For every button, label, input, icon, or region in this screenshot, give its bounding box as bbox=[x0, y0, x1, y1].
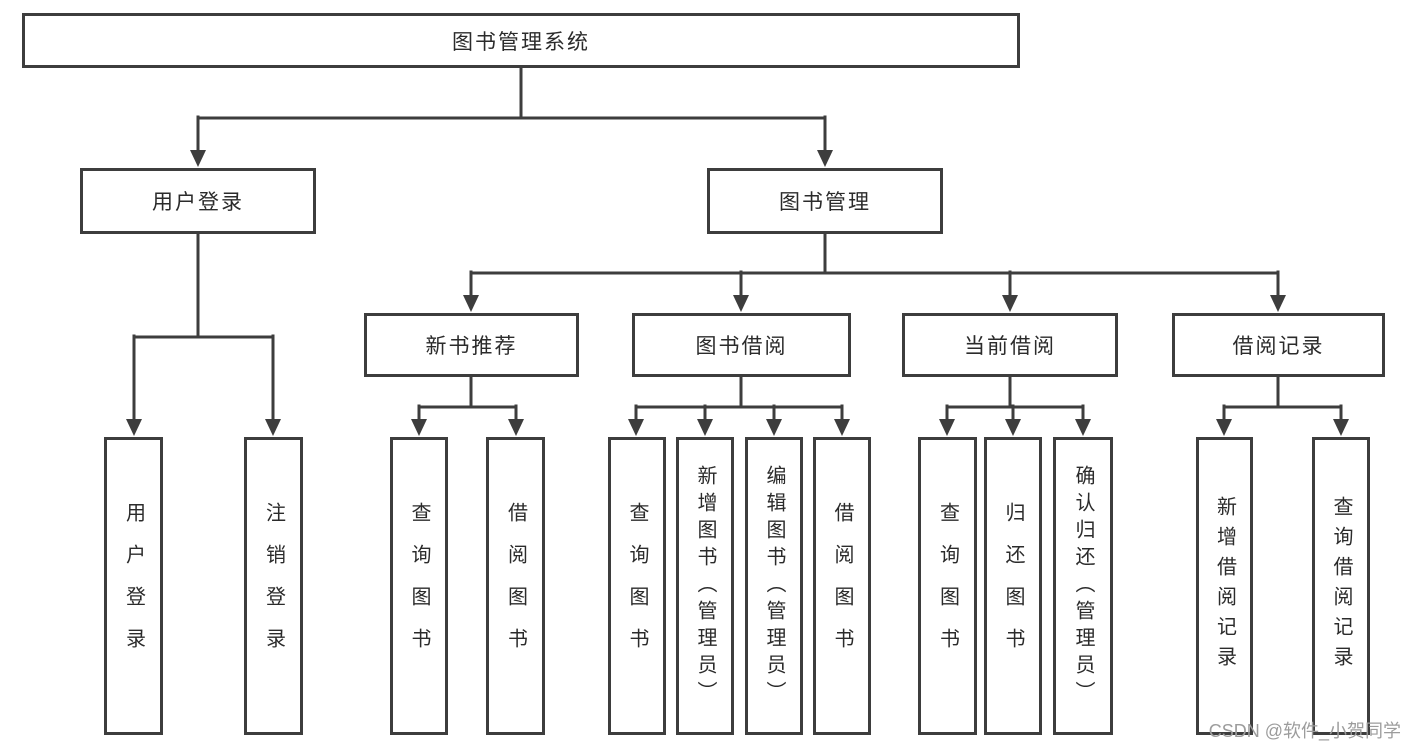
node-book-borrowing: 图书借阅 bbox=[632, 313, 851, 377]
leaf-query-books-current-label: 查询图书 bbox=[936, 502, 959, 670]
leaf-query-books-recommend-label: 查询图书 bbox=[408, 502, 430, 670]
leaf-query-borrow-record: 查询借阅记录 bbox=[1312, 437, 1370, 735]
leaf-borrow-books-borrowing-label: 借阅图书 bbox=[831, 502, 853, 670]
node-current-borrowing: 当前借阅 bbox=[902, 313, 1118, 377]
leaf-add-book-admin-label: 新增图书（管理员） bbox=[694, 464, 716, 708]
leaf-borrow-books-recommend: 借阅图书 bbox=[486, 437, 545, 735]
leaf-borrow-books-borrowing: 借阅图书 bbox=[813, 437, 871, 735]
node-system-root: 图书管理系统 bbox=[22, 13, 1020, 68]
leaf-query-borrow-record-label: 查询借阅记录 bbox=[1330, 496, 1352, 676]
csdn-watermark: CSDN @软件_小贺同学 bbox=[1208, 721, 1401, 741]
leaf-add-book-admin: 新增图书（管理员） bbox=[676, 437, 734, 735]
leaf-return-books: 归还图书 bbox=[984, 437, 1042, 735]
node-borrowing-records-label: 借阅记录 bbox=[1232, 335, 1325, 358]
leaf-edit-book-admin-label: 编辑图书（管理员） bbox=[763, 464, 785, 708]
node-book-borrowing-label: 图书借阅 bbox=[695, 335, 788, 358]
node-borrowing-records: 借阅记录 bbox=[1172, 313, 1385, 377]
leaf-add-borrow-record-label: 新增借阅记录 bbox=[1213, 496, 1236, 676]
leaf-add-borrow-record: 新增借阅记录 bbox=[1196, 437, 1253, 735]
leaf-query-books-current: 查询图书 bbox=[918, 437, 977, 735]
node-new-book-recommend-label: 新书推荐 bbox=[425, 335, 518, 358]
leaf-return-books-label: 归还图书 bbox=[1002, 502, 1024, 670]
leaf-query-books-borrowing: 查询图书 bbox=[608, 437, 666, 735]
leaf-logout: 注销登录 bbox=[244, 437, 303, 735]
connector-root-to-level2 bbox=[190, 66, 833, 167]
connector-userlogin-to-leaves bbox=[126, 232, 281, 436]
node-current-borrowing-label: 当前借阅 bbox=[964, 335, 1056, 358]
leaf-confirm-return-admin-label: 确认归还（管理员） bbox=[1072, 464, 1094, 708]
connector-bookborrow-to-leaves bbox=[628, 375, 850, 436]
node-new-book-recommend: 新书推荐 bbox=[364, 313, 579, 377]
leaf-query-books-recommend: 查询图书 bbox=[390, 437, 448, 735]
node-book-management: 图书管理 bbox=[707, 168, 943, 234]
node-book-management-label: 图书管理 bbox=[779, 191, 871, 214]
leaf-logout-label: 注销登录 bbox=[262, 502, 285, 670]
connector-newbookrec-to-leaves bbox=[411, 375, 524, 436]
node-user-login-group: 用户登录 bbox=[80, 168, 316, 234]
leaf-user-login-label: 用户登录 bbox=[122, 502, 145, 670]
leaf-user-login: 用户登录 bbox=[104, 437, 163, 735]
connector-currentborrow-to-leaves bbox=[939, 375, 1091, 436]
node-user-login-group-label: 用户登录 bbox=[152, 191, 244, 214]
connector-bookmgmt-to-level3 bbox=[463, 232, 1286, 312]
node-system-root-label: 图书管理系统 bbox=[452, 30, 590, 54]
leaf-borrow-books-recommend-label: 借阅图书 bbox=[504, 502, 527, 670]
leaf-confirm-return-admin: 确认归还（管理员） bbox=[1053, 437, 1113, 735]
leaf-query-books-borrowing-label: 查询图书 bbox=[626, 502, 648, 670]
connector-borrowrecords-to-leaves bbox=[1216, 375, 1349, 436]
leaf-edit-book-admin: 编辑图书（管理员） bbox=[745, 437, 803, 735]
